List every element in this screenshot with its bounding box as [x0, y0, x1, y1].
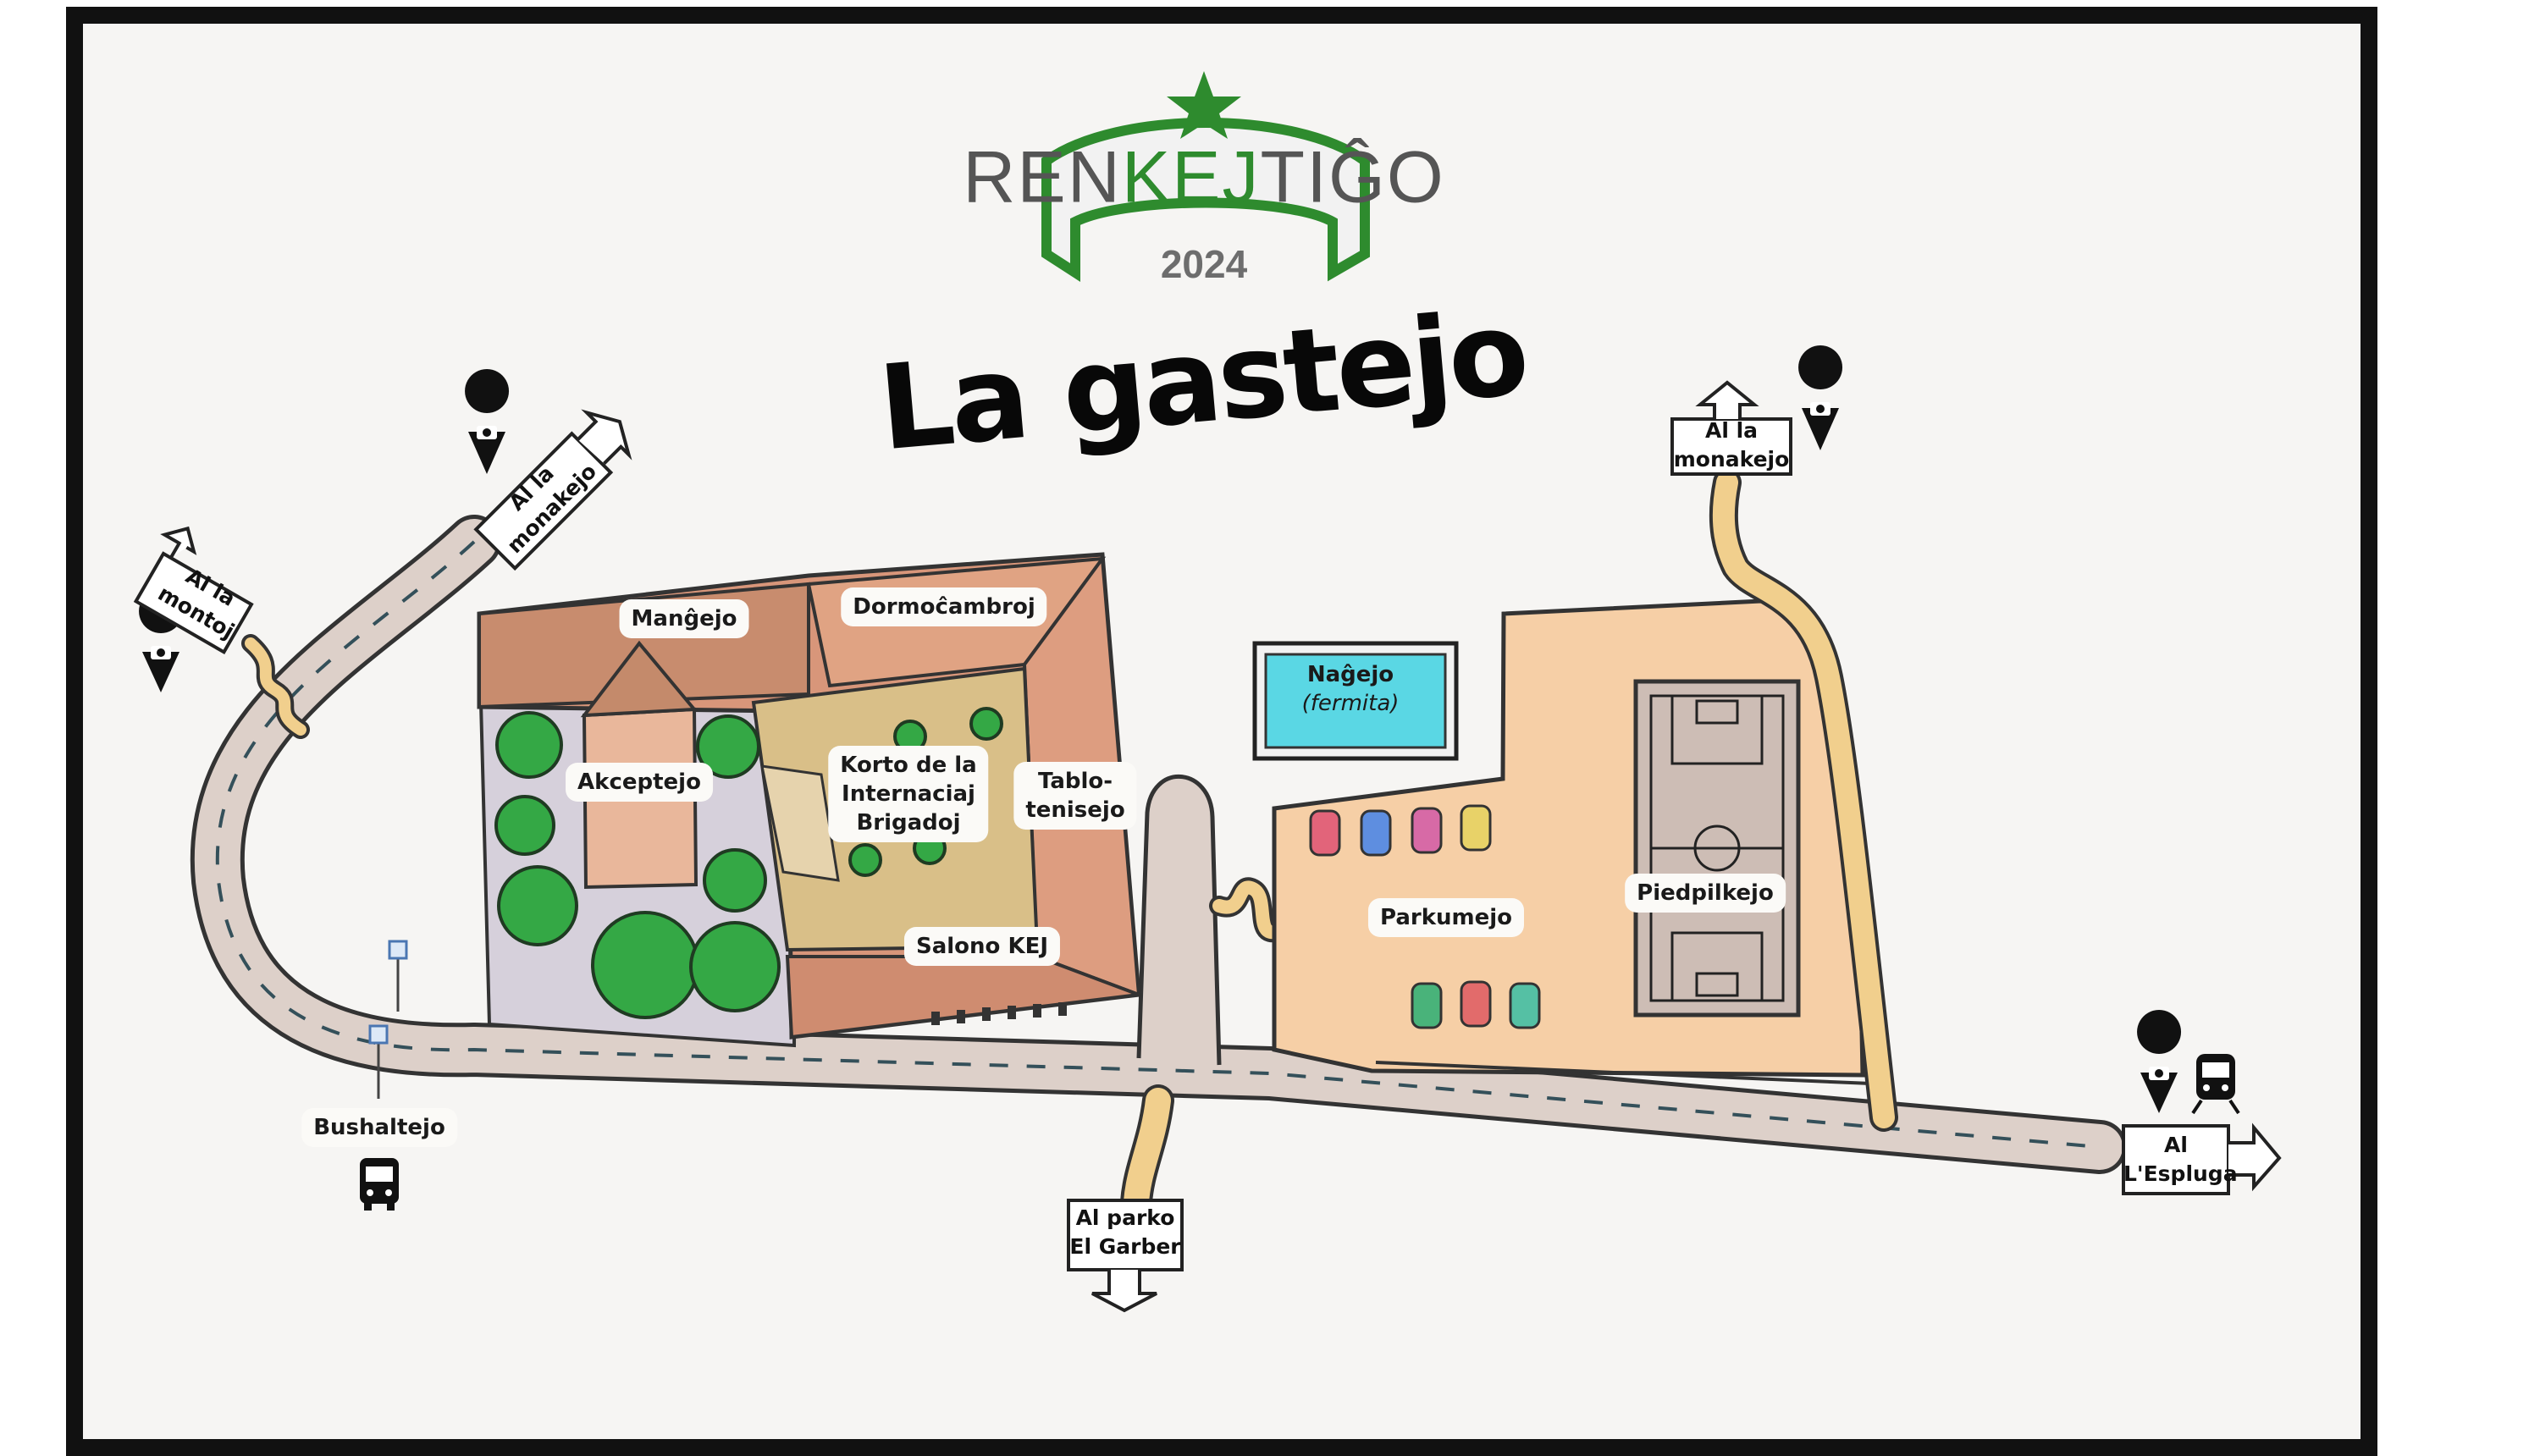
car-icon	[1460, 804, 1492, 852]
train-icon	[2191, 1054, 2240, 1115]
label-korto: Korto de la Internaciaj Brigadoj	[828, 746, 989, 842]
tree-icon	[591, 911, 699, 1019]
label-tablotenisejo: Tablo- tenisejo	[1013, 762, 1137, 830]
main-road	[190, 515, 2127, 1174]
car-icon	[1360, 809, 1392, 857]
tree-icon	[689, 921, 781, 1012]
car-icon	[1411, 982, 1443, 1029]
label-mangejo: Manĝejo	[619, 599, 749, 638]
label-piedpilkejo: Piedpilkejo	[1625, 874, 1786, 913]
sign-espluga-shape	[2122, 1122, 2282, 1195]
label-dormocambroj: Dormoĉambroj	[841, 587, 1047, 626]
side-road	[1136, 775, 1222, 1066]
label-parkumejo: Parkumejo	[1367, 898, 1525, 937]
sign-monakejo-left-shape	[473, 409, 632, 571]
label-salono: Salono KEJ	[903, 927, 1061, 966]
camera-pin-icon	[1798, 345, 1843, 450]
star-icon	[1167, 71, 1241, 139]
car-icon	[1509, 982, 1541, 1029]
car-icon	[1309, 809, 1341, 857]
sign-montoj-shape	[133, 526, 254, 655]
cars	[1309, 804, 1541, 1029]
tree-icon	[495, 711, 563, 779]
sign-monakejo-right-shape	[1670, 380, 1792, 476]
tree-icon	[494, 795, 555, 856]
sign-parko-shape	[1067, 1199, 1184, 1313]
label-bushaltejo: Bushaltejo	[301, 1108, 457, 1147]
tree-icon	[848, 843, 882, 877]
car-icon	[1460, 980, 1492, 1028]
tree-icon	[497, 865, 578, 946]
camera-pin-icon	[465, 369, 510, 474]
tree-icon	[696, 714, 760, 779]
map-frame	[66, 7, 2377, 1456]
logo-wordmark: RENKEJTIĜO	[963, 136, 1445, 218]
event-year: 2024	[1160, 242, 1248, 286]
tree-icon	[969, 707, 1003, 741]
label-akceptejo: Akceptejo	[566, 763, 713, 802]
swimming-pool	[1252, 641, 1459, 761]
football-field	[1633, 679, 1801, 1018]
bus-icon	[360, 1158, 399, 1211]
tree-icon	[703, 848, 767, 913]
logo-banner	[1041, 71, 1370, 283]
car-icon	[1411, 807, 1443, 854]
label-nagejo: Naĝejo (fermita)	[1301, 662, 1400, 716]
bus-stop-icon	[368, 940, 408, 1099]
trees	[494, 707, 1003, 1019]
camera-pin-icon	[2137, 1010, 2182, 1113]
